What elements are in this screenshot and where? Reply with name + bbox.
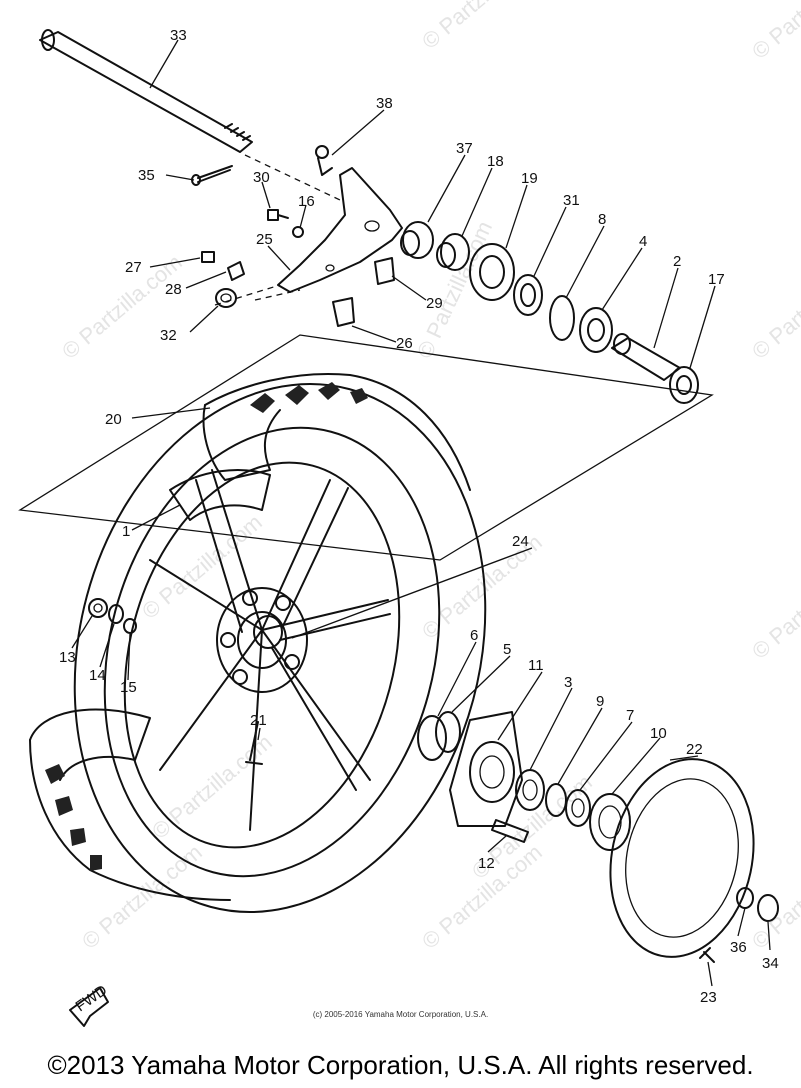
nut-34 — [757, 894, 779, 922]
watermark-text: © Partzilla.com — [412, 217, 497, 362]
callout-23: 23 — [700, 989, 717, 1006]
callout-25: 25 — [256, 231, 273, 248]
tube-1 — [169, 469, 271, 521]
callout-1: 1 — [122, 523, 130, 540]
washer-14 — [108, 604, 124, 624]
tire-20 — [29, 373, 471, 901]
watermark-text: © Partzilla.com — [57, 249, 187, 363]
clamp-38 — [315, 145, 333, 176]
oil-seal-17 — [669, 366, 699, 404]
dashed-centerline — [214, 154, 341, 306]
callout-18: 18 — [487, 153, 504, 170]
bolt-27 — [201, 251, 215, 263]
callout-33: 33 — [170, 27, 187, 44]
clip-28 — [227, 261, 245, 281]
callout-27: 27 — [125, 259, 142, 276]
callout-29: 29 — [426, 295, 443, 312]
callout-31: 16 — [298, 193, 315, 210]
callout-2: 2 — [673, 253, 681, 270]
hub — [216, 587, 308, 693]
callout-8: 31 — [563, 192, 580, 209]
cotter-pin-35 — [191, 165, 233, 186]
screw-23 — [699, 947, 715, 963]
circlip-16 — [549, 295, 575, 341]
callout-10: 10 — [650, 725, 667, 742]
callout-26: 26 — [396, 335, 413, 352]
bearing-8 — [513, 274, 543, 316]
watermark-text: © Partzilla.com — [747, 549, 801, 663]
small-copyright: (c) 2005-2016 Yamaha Motor Corporation, … — [312, 1010, 489, 1019]
callout-38: 38 — [376, 95, 393, 112]
oil-seal-19 — [469, 243, 515, 301]
callout-4: 4 — [639, 233, 647, 250]
nut-31 — [292, 226, 304, 238]
callout-3: 3 — [564, 674, 572, 691]
callout-16: 8 — [598, 211, 606, 228]
gear-plate-11 — [449, 711, 523, 827]
spacer-2 — [611, 333, 681, 381]
bearing-3 — [515, 769, 545, 811]
bolt-30 — [267, 209, 289, 221]
callout-35: 35 — [138, 167, 155, 184]
callout-24: 24 — [512, 533, 529, 550]
valve-21 — [245, 721, 263, 765]
callout-36: 36 — [730, 939, 747, 956]
fwd-arrow: FWD — [69, 982, 110, 1027]
callout-5: 5 — [503, 641, 511, 658]
callout-34: 34 — [762, 955, 779, 972]
watermark-layer: © Partzilla.com © Partzilla.com © Partzi… — [57, 0, 801, 954]
callout-9: 9 — [596, 693, 604, 710]
circlip-6 — [417, 715, 447, 761]
callout-6: 6 — [470, 627, 478, 644]
brake-bracket-25 — [277, 167, 403, 293]
callout-11: 11 — [528, 657, 544, 674]
callout-17: 17 — [708, 271, 725, 288]
nut-13 — [88, 598, 108, 618]
washer-15 — [123, 618, 137, 634]
bearing-4 — [579, 307, 613, 353]
oring-5 — [435, 711, 461, 753]
seal-10 — [589, 793, 631, 851]
bolt-12 — [491, 819, 529, 843]
callout-21: 21 — [250, 712, 267, 729]
oil-seal-7 — [565, 789, 591, 827]
callout-7: 7 — [626, 707, 634, 724]
watermark-text: © Partzilla.com — [147, 729, 277, 843]
footer-copyright: ©2013 Yamaha Motor Corporation, U.S.A. A… — [47, 1050, 754, 1080]
callout-32: 32 — [160, 327, 177, 344]
watermark-text: © Partzilla.com — [747, 0, 801, 64]
assembly-plane — [18, 334, 714, 561]
callout-13: 13 — [59, 649, 76, 666]
callout-20: 20 — [105, 411, 122, 428]
cover-22 — [609, 758, 755, 958]
callout-15: 15 — [120, 679, 137, 696]
callout-22: 22 — [686, 741, 703, 758]
clip-26 — [332, 297, 355, 327]
callout-14: 14 — [89, 667, 106, 684]
watermark-text: © Partzilla.com — [747, 249, 801, 363]
callout-12: 12 — [478, 855, 495, 872]
collar-9 — [545, 783, 567, 817]
leader-lines — [71, 39, 771, 987]
callout-28: 28 — [165, 281, 182, 298]
callout-19: 19 — [521, 170, 538, 187]
watermark-text: © Partzilla.com — [417, 0, 547, 54]
wheel-spokes — [149, 469, 391, 831]
collar-37 — [400, 221, 434, 259]
clip-29 — [374, 257, 395, 285]
axle-33 — [39, 29, 253, 153]
callout-37: 37 — [456, 140, 473, 157]
spacer-18 — [436, 233, 470, 271]
callout-labels: 33 38 35 37 18 19 30 31 8 16 4 2 17 25 2… — [59, 27, 779, 1006]
callout-30: 30 — [253, 169, 270, 186]
